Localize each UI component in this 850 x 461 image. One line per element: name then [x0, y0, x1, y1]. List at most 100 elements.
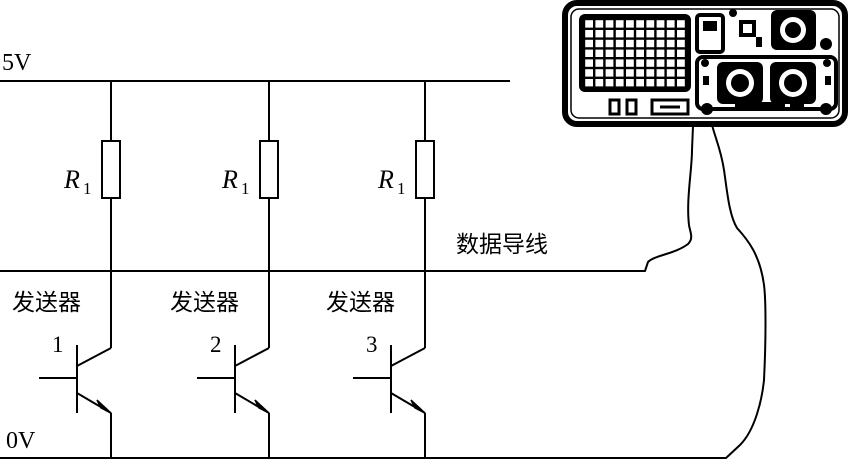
screen-grid-cell [595, 79, 604, 87]
screen-grid-cell [615, 49, 624, 57]
resistor-label: R [63, 165, 80, 194]
resistor-subscript: 1 [83, 179, 92, 198]
screen-grid-cell [605, 59, 614, 67]
screen-grid-cell [605, 30, 614, 38]
screen-grid-cell [646, 39, 655, 48]
rail-0v-label: 0V [6, 428, 36, 454]
resistor-r1 [415, 140, 435, 199]
screen-grid-cell [615, 59, 624, 67]
screen-grid-cell [677, 20, 685, 28]
resistor-subscript: 1 [241, 179, 250, 198]
probe-lead-signal [644, 125, 694, 272]
screen-grid-cell [677, 39, 685, 48]
screen-grid-cell [636, 59, 644, 67]
screen-grid-cell [636, 69, 644, 77]
screen-grid-cell [626, 20, 634, 28]
screen-grid-cell [605, 79, 614, 87]
sender-number: 2 [210, 332, 222, 357]
screen-grid-cell [605, 49, 614, 57]
screen-grid-cell [585, 20, 593, 28]
screen-grid-cell [626, 49, 634, 57]
screen-grid-cell [636, 39, 644, 48]
screen-grid-cell [585, 30, 593, 38]
screen-grid-cell [656, 39, 665, 48]
sender-label: 发送器 [170, 290, 239, 316]
screen-grid-cell [646, 49, 655, 57]
sender-label: 发送器 [326, 290, 395, 316]
scope-switch [650, 98, 690, 116]
screen-grid-cell [656, 49, 665, 57]
screen-grid-cell [595, 49, 604, 57]
screen-grid-cell [595, 59, 604, 67]
screen-grid-cell [626, 69, 634, 77]
screen-grid-cell [677, 79, 685, 87]
screen-grid-cell [636, 30, 644, 38]
screen-grid-cell [595, 30, 604, 38]
screen-grid-cell [626, 79, 634, 87]
resistor-label: R [221, 165, 238, 194]
npn-transistor-icon [353, 345, 426, 414]
screen-grid-cell [626, 39, 634, 48]
resistor-r1 [259, 140, 279, 199]
scope-knob-left [717, 62, 763, 104]
screen-grid-cell [585, 69, 593, 77]
screen-grid-cell [666, 30, 675, 38]
screen-grid-cell [605, 69, 614, 77]
npn-transistor-icon [197, 345, 270, 414]
scope-knob-top [771, 10, 816, 50]
data-line-label: 数据导线 [456, 232, 548, 258]
scope-button [625, 98, 638, 116]
screen-grid-cell [666, 20, 675, 28]
screen-grid-cell [605, 39, 614, 48]
screen-grid-cell [626, 59, 634, 67]
screen-grid-cell [656, 20, 665, 28]
screen-grid-cell [656, 30, 665, 38]
screen-grid-cell [646, 69, 655, 77]
npn-transistor-icon [39, 345, 112, 414]
screen-grid-cell [595, 69, 604, 77]
screen-grid-cell [585, 39, 593, 48]
resistor-label: R [377, 165, 394, 194]
screen-grid-cell [656, 69, 665, 77]
rail-5v-label: 5V [2, 50, 32, 76]
screen-grid-cell [666, 49, 675, 57]
screen-grid-cell [615, 79, 624, 87]
screen-grid-cell [595, 39, 604, 48]
screen-grid-cell [646, 79, 655, 87]
screen-grid-cell [656, 79, 665, 87]
resistor-r1 [101, 140, 121, 199]
screen-grid-cell [636, 79, 644, 87]
screen-grid-cell [615, 30, 624, 38]
screen-grid-cell [585, 79, 593, 87]
sender-number: 3 [366, 332, 378, 357]
sender-number: 1 [52, 332, 64, 357]
screen-grid-cell [636, 49, 644, 57]
scope-button [608, 98, 621, 116]
screen-grid-cell [646, 20, 655, 28]
resistor-subscript: 1 [397, 179, 406, 198]
screen-grid-cell [615, 69, 624, 77]
screen-grid-cell [595, 20, 604, 28]
probe-lead-ground [711, 124, 767, 459]
screen-grid-cell [636, 20, 644, 28]
screen-grid-cell [615, 39, 624, 48]
screen-grid-cell [666, 39, 675, 48]
sender-label: 发送器 [12, 290, 81, 316]
screen-grid-cell [666, 59, 675, 67]
screen-grid-cell [585, 49, 593, 57]
oscilloscope-icon [562, 0, 848, 127]
screen-grid-cell [677, 49, 685, 57]
screen-grid-cell [666, 69, 675, 77]
scope-knob-right [770, 62, 816, 104]
screen-grid-cell [626, 30, 634, 38]
screen-grid-cell [677, 69, 685, 77]
screen-grid-cell [677, 59, 685, 67]
screen-grid-cell [646, 59, 655, 67]
screen-grid-cell [646, 30, 655, 38]
screen-grid-cell [666, 79, 675, 87]
screen-grid-cell [656, 59, 665, 67]
